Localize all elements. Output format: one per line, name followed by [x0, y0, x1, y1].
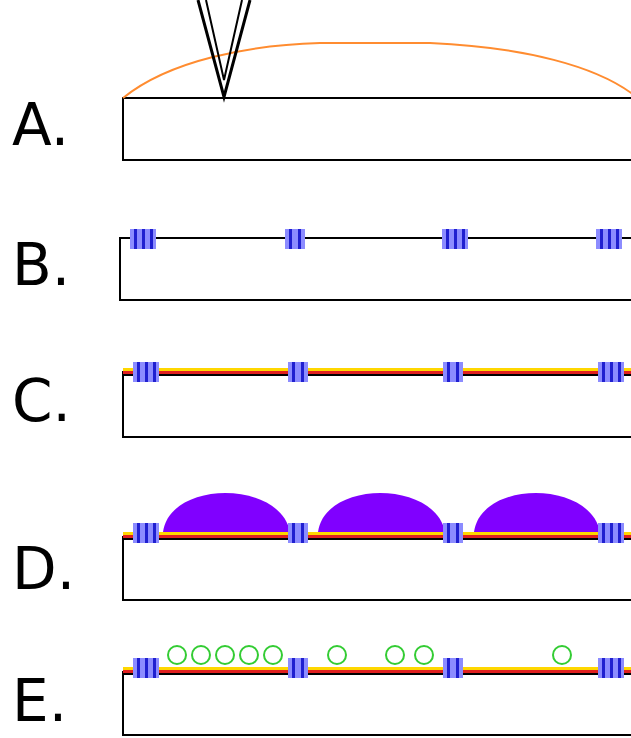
- step-b: [120, 229, 631, 300]
- step-letter: A.: [12, 96, 69, 154]
- step-d: [123, 493, 631, 600]
- step-letter: B.: [12, 236, 70, 294]
- step-a: [123, 0, 631, 160]
- step-letter: C.: [12, 372, 71, 430]
- step-letter: E.: [12, 672, 67, 730]
- step-c: [123, 362, 631, 437]
- step-e: [123, 646, 631, 735]
- step-letter: D.: [12, 540, 75, 598]
